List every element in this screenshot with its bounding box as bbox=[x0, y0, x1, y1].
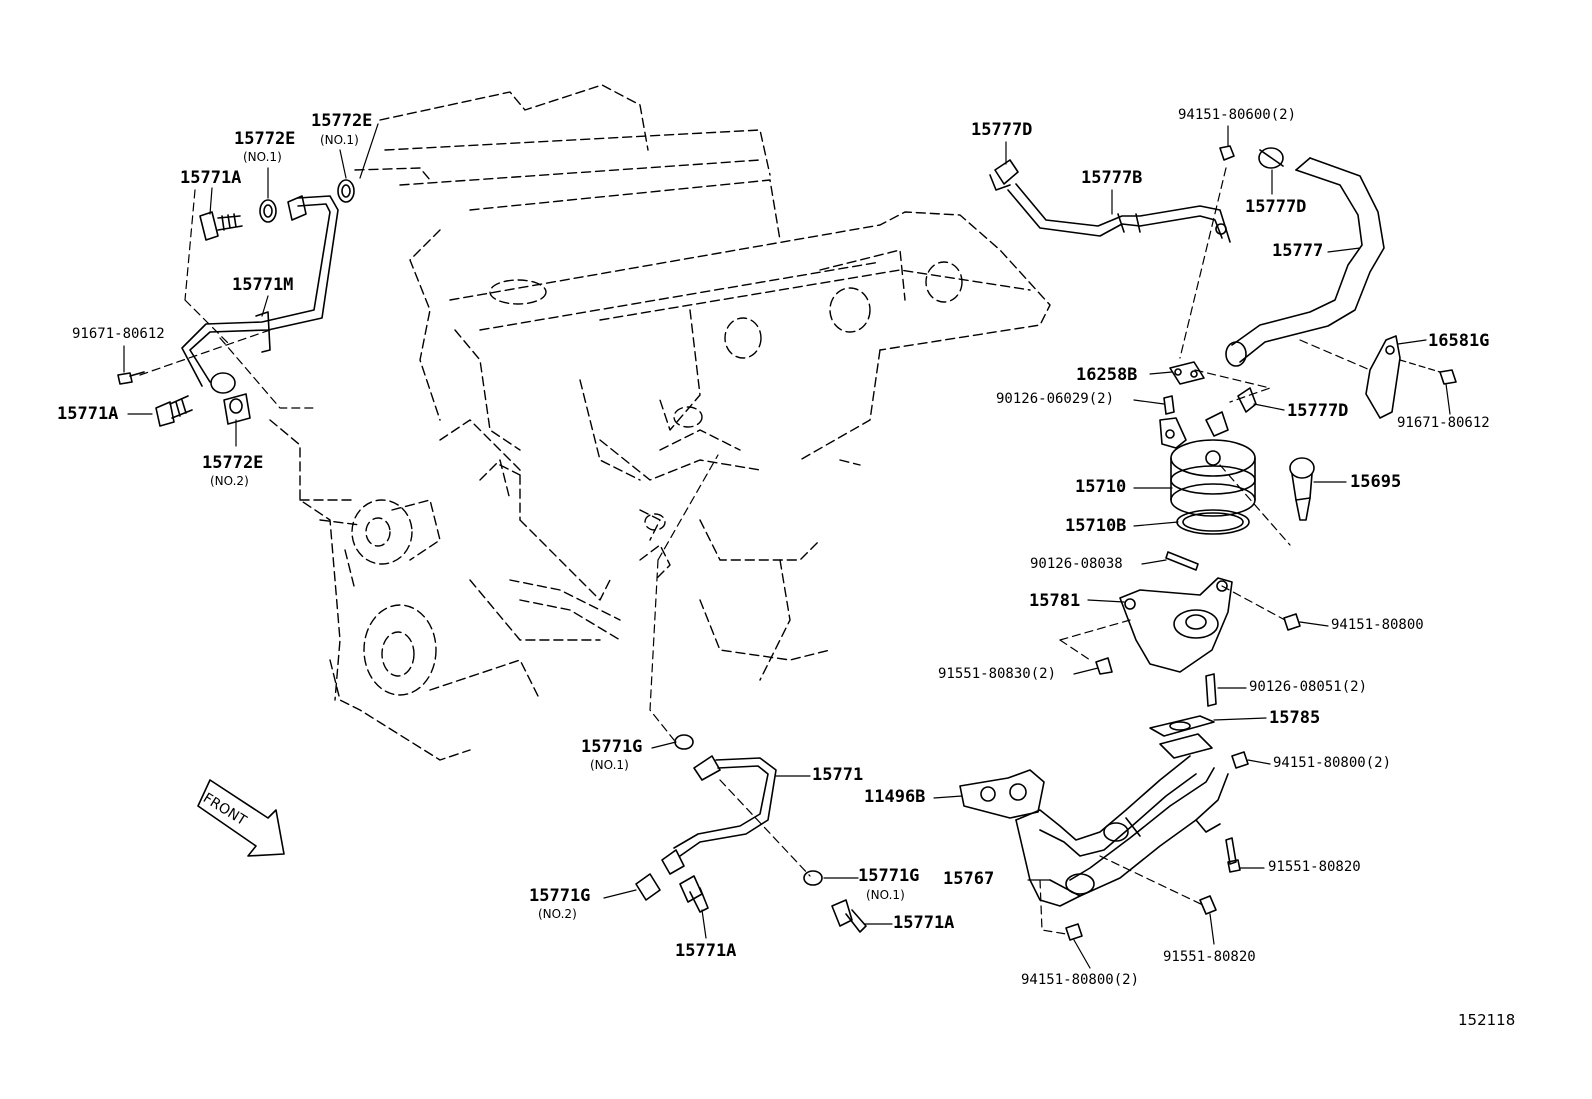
callout-15777d-right: 15777D bbox=[1245, 197, 1307, 217]
callout-16581g: 16581G bbox=[1428, 331, 1490, 351]
callout-11496b: 11496B bbox=[864, 787, 926, 807]
callout-15772e-no1-left: 15772E bbox=[234, 129, 296, 149]
front-arrow bbox=[197, 779, 285, 857]
callout-note-no1-left: (NO.1) bbox=[243, 150, 282, 164]
valve-stack bbox=[1059, 361, 1315, 707]
callout-91671-80612-left: 91671-80612 bbox=[72, 326, 165, 342]
callout-note-no2-left: (NO.2) bbox=[210, 474, 249, 488]
exhaust-pipe-group bbox=[959, 715, 1249, 941]
callout-note-no1-lower-left: (NO.1) bbox=[590, 758, 629, 772]
callout-94151-80800-lower: 94151-80800(2) bbox=[1021, 972, 1140, 988]
callout-94151-80800-upper: 94151-80800 bbox=[1331, 617, 1424, 633]
callout-91671-80612-right: 91671-80612 bbox=[1397, 415, 1490, 431]
callout-15772e: 15772E bbox=[311, 111, 373, 131]
diagram-id: 152118 bbox=[1458, 1011, 1516, 1029]
callout-15710b: 15710B bbox=[1065, 516, 1127, 536]
callout-note-no1-right: (NO.1) bbox=[320, 133, 359, 147]
air-pipe-left-group bbox=[117, 179, 355, 427]
callout-16258b: 16258B bbox=[1076, 365, 1138, 385]
callout-91551-80830: 91551-80830(2) bbox=[938, 666, 1057, 682]
callout-91551-80820-right: 91551-80820 bbox=[1268, 859, 1361, 875]
callout-90126-06029: 90126-06029(2) bbox=[996, 391, 1115, 407]
leader-lines bbox=[123, 123, 1451, 969]
callout-15772e-no2: 15772E bbox=[202, 453, 264, 473]
callout-15785: 15785 bbox=[1269, 708, 1321, 728]
callout-15777: 15777 bbox=[1272, 241, 1324, 261]
pipe-lower-center bbox=[635, 454, 867, 933]
callout-15771a-left: 15771A bbox=[57, 404, 119, 424]
callout-15710: 15710 bbox=[1075, 477, 1127, 497]
callout-15771g-no1-right: 15771G bbox=[858, 866, 920, 886]
callout-15781: 15781 bbox=[1029, 591, 1081, 611]
callout-15771a-top: 15771A bbox=[180, 168, 242, 188]
callout-94151-80600: 94151-80600(2) bbox=[1178, 107, 1297, 123]
hose-assembly-top bbox=[989, 145, 1457, 419]
callout-15771a-right: 15771A bbox=[893, 913, 955, 933]
callout-91551-80820-lower: 91551-80820 bbox=[1163, 949, 1256, 965]
callout-15777b: 15777B bbox=[1081, 168, 1143, 188]
callout-15771a-lower: 15771A bbox=[675, 941, 737, 961]
callout-15767: 15767 bbox=[943, 869, 995, 889]
callout-90126-08051: 90126-08051(2) bbox=[1249, 679, 1368, 695]
callout-15771: 15771 bbox=[812, 765, 864, 785]
callout-94151-80800-right: 94151-80800(2) bbox=[1273, 755, 1392, 771]
callout-15695: 15695 bbox=[1350, 472, 1402, 492]
callout-note-no1-lower-right: (NO.1) bbox=[866, 888, 905, 902]
callout-15777d-top: 15777D bbox=[971, 120, 1033, 140]
engine-phantom-outline bbox=[269, 84, 1051, 761]
callout-15771m: 15771M bbox=[232, 275, 294, 295]
callout-90126-08038: 90126-08038 bbox=[1030, 556, 1123, 572]
callout-note-no2-lower: (NO.2) bbox=[538, 907, 577, 921]
callout-15777d-mid: 15777D bbox=[1287, 401, 1349, 421]
callout-15771g-no1-left: 15771G bbox=[581, 737, 643, 757]
callout-15771g-no2: 15771G bbox=[529, 886, 591, 906]
